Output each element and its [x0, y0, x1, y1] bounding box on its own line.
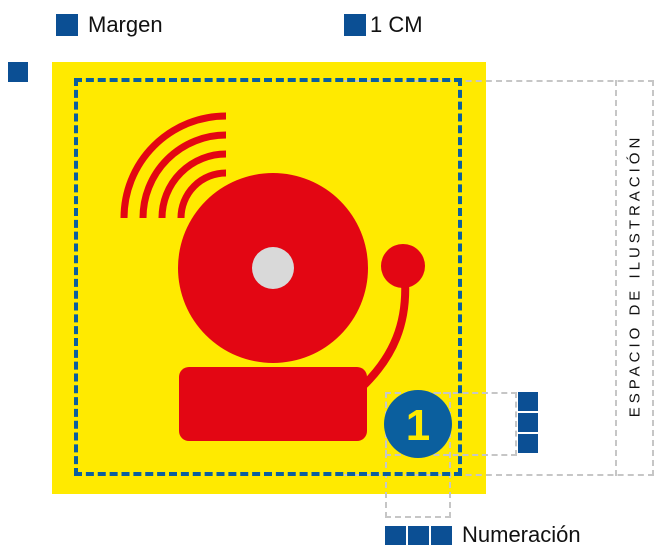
unit-square [431, 525, 452, 545]
illustration-space-divider [615, 80, 617, 476]
illustration-space-guide [344, 80, 654, 476]
legend-margin-swatch [56, 14, 78, 36]
legend-margin-label: Margen [88, 12, 163, 37]
alarm-bell-icon [178, 173, 425, 441]
margin-indicator-square [8, 62, 28, 82]
legend-unit-label: 1 CM [370, 12, 423, 37]
unit-square [518, 392, 538, 411]
unit-square [385, 525, 406, 545]
illustration-area-label-wrapper: ESPACIO DE ILUSTRACIÓN [605, 95, 662, 455]
legend-unit-swatch [344, 14, 366, 36]
legend-numbering-label: Numeración [462, 522, 581, 547]
illustration-area-label: ESPACIO DE ILUSTRACIÓN [626, 133, 644, 417]
sound-waves-icon [120, 112, 227, 219]
legend-margin: Margen [56, 14, 163, 36]
legend-numbering: Numeración [385, 524, 581, 546]
legend-unit: 1 CM [344, 14, 423, 36]
margin-frame [74, 78, 462, 476]
number-badge-icon: 1 [384, 390, 452, 458]
unit-square [408, 525, 429, 545]
unit-square [518, 434, 538, 453]
badge-number: 1 [406, 401, 430, 450]
numbering-height-indicator [518, 392, 538, 454]
unit-square [518, 413, 538, 432]
